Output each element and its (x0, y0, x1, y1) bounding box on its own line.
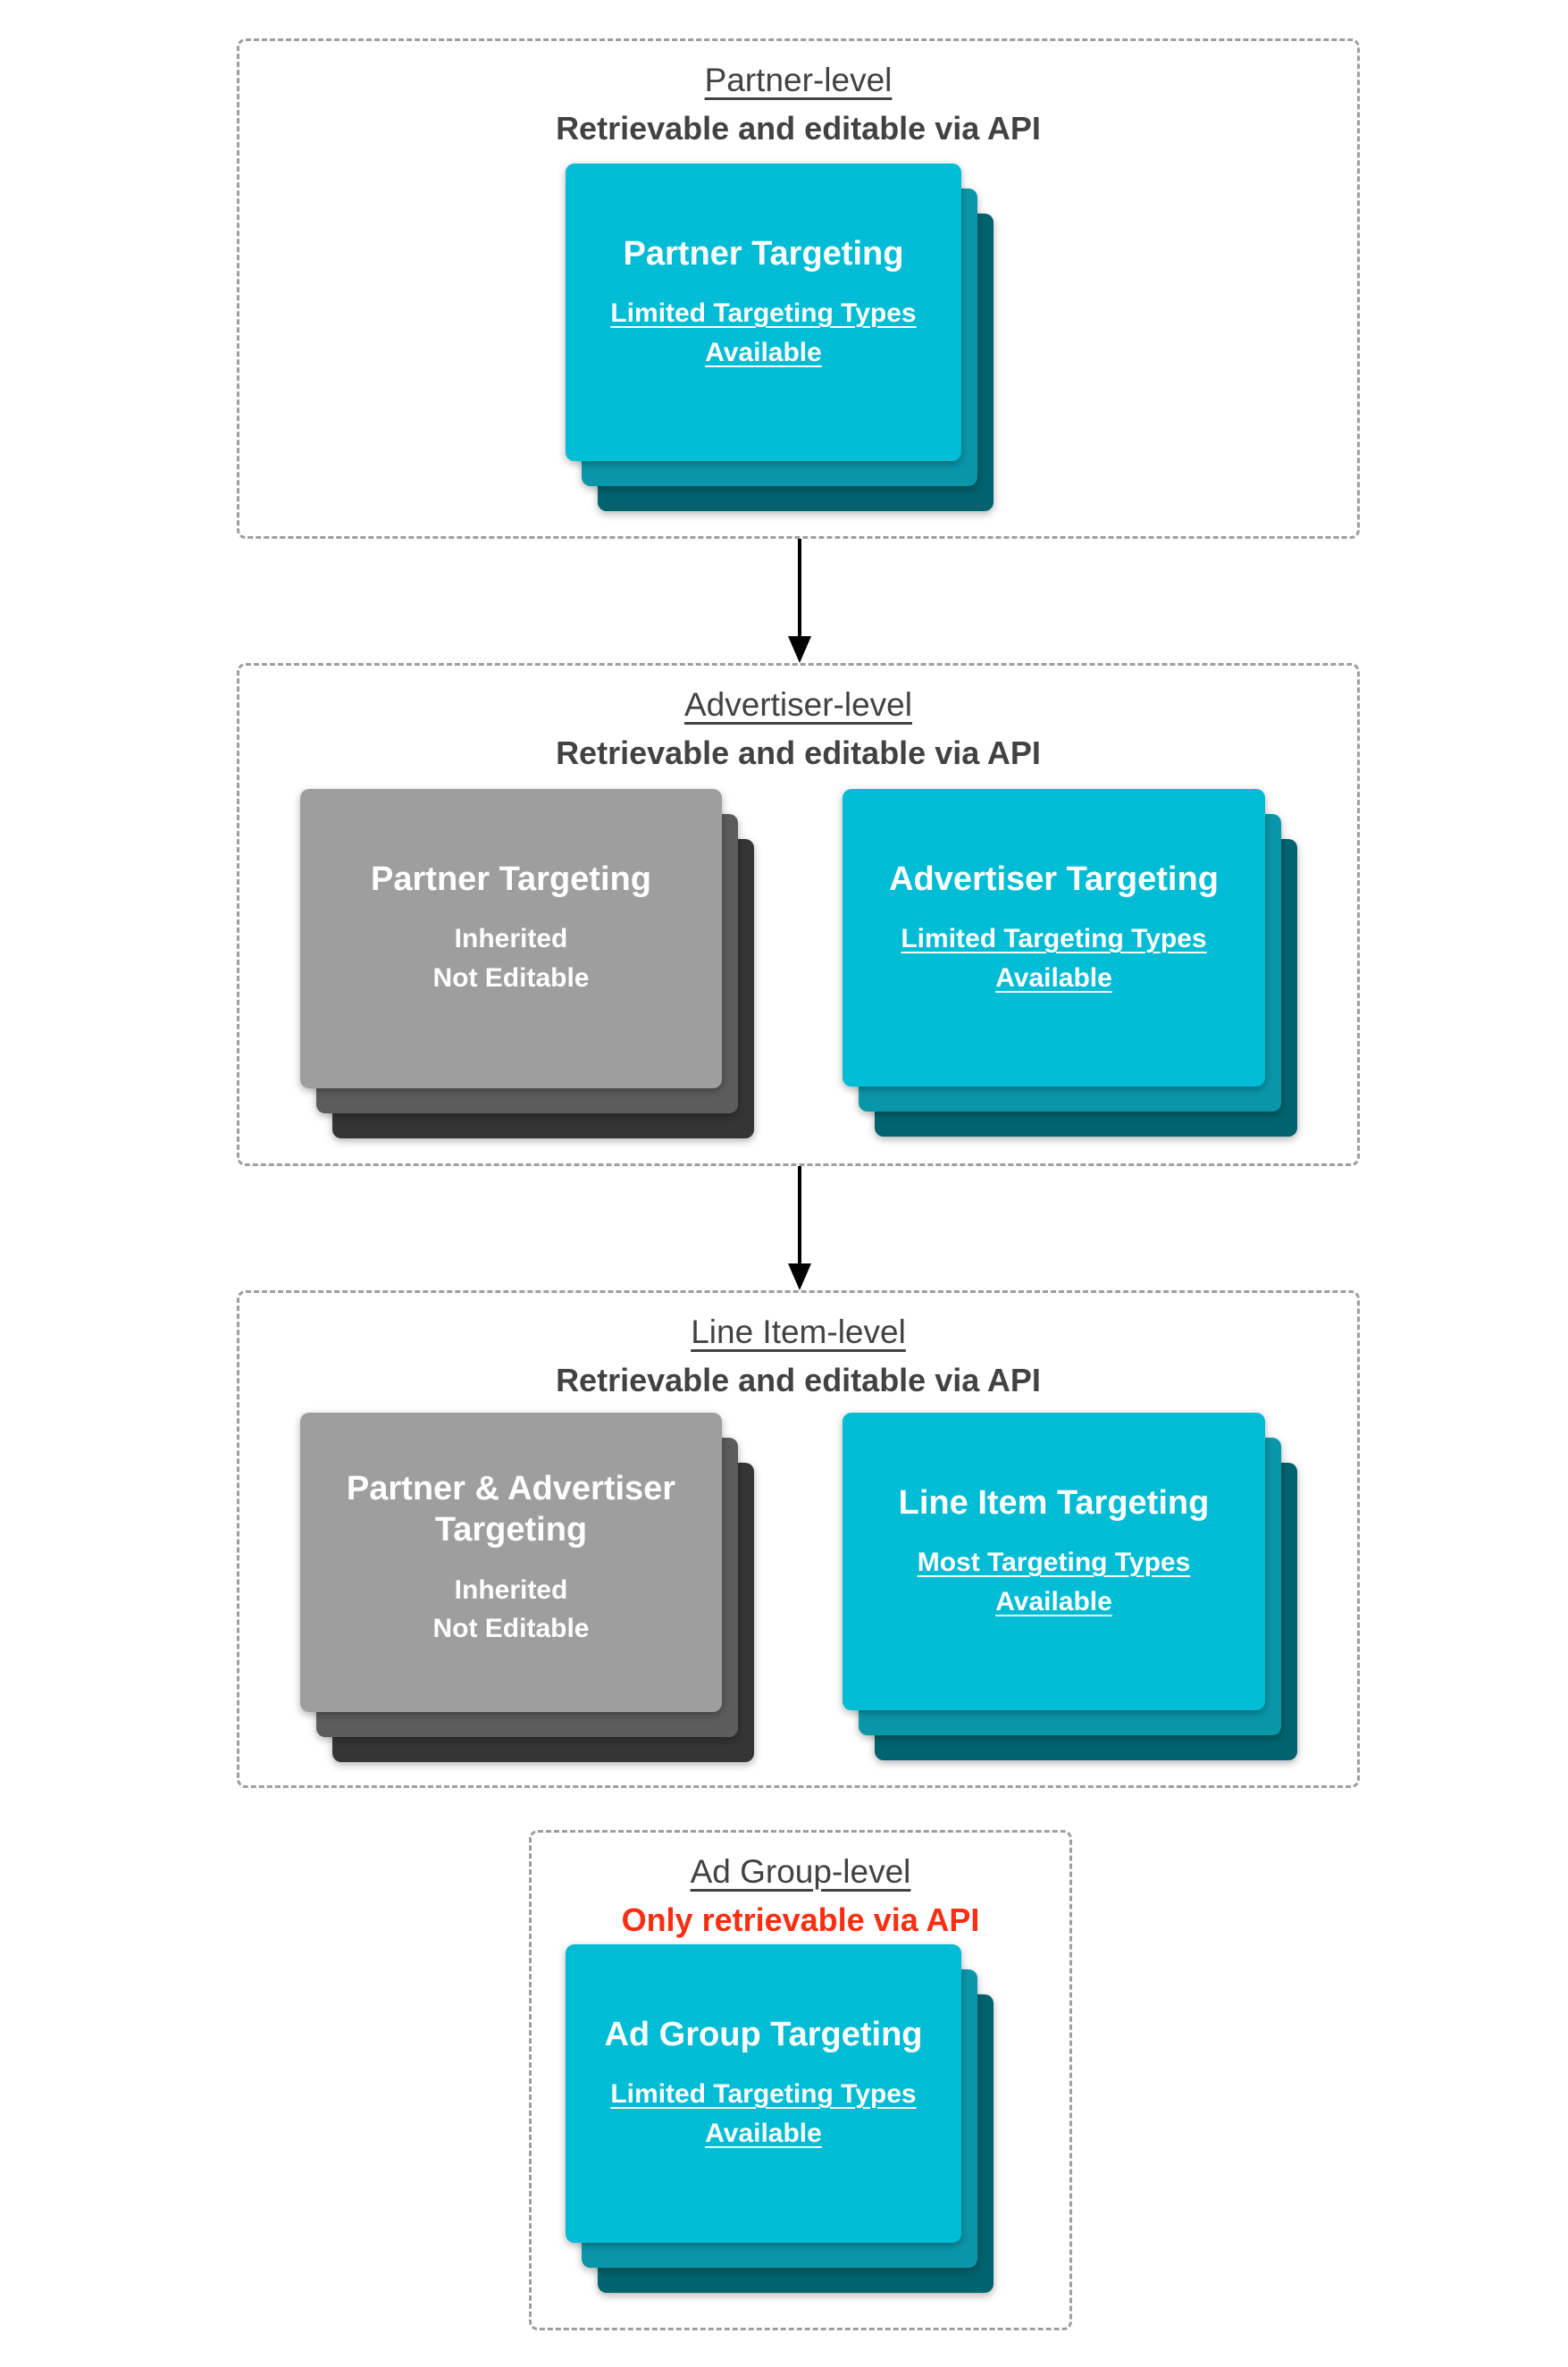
advertiser-targeting-card-stack: Advertiser Targeting Limited Targeting T… (843, 789, 1297, 1137)
ad-group-targeting-card: Ad Group Targeting Limited Targeting Typ… (566, 1944, 961, 2243)
ad-group-level-section: Ad Group-level Only retrievable via API … (529, 1830, 1072, 2330)
card-subtext-line: Available (705, 337, 822, 367)
card-subtext-line: Available (995, 1586, 1112, 1616)
card-subtext-line: Limited Targeting Types (901, 924, 1207, 954)
card-content: Ad Group Targeting Limited Targeting Typ… (566, 1944, 961, 2243)
card-content: Partner Targeting Inherited Not Editable (300, 789, 722, 1088)
inherited-partner-targeting-card: Partner Targeting Inherited Not Editable (300, 789, 722, 1088)
advertiser-level-subtitle: Retrievable and editable via API (556, 734, 1041, 772)
card-subtext-line: Limited Targeting Types (610, 2079, 917, 2110)
card-heading: Line Item Targeting (898, 1484, 1210, 1522)
card-heading: Advertiser Targeting (889, 860, 1219, 898)
ad-group-level-header: Ad Group-level Only retrievable via API (532, 1833, 1069, 1940)
card-subtext-line: Not Editable (432, 1614, 590, 1644)
card-subtext-line: Inherited (454, 1574, 568, 1605)
card-subtext-line: Not Editable (432, 962, 590, 993)
line-item-level-title: Line Item-level (691, 1314, 906, 1350)
partner-level-section: Partner-level Retrievable and editable v… (237, 38, 1360, 539)
line-item-level-section: Line Item-level Retrievable and editable… (237, 1290, 1360, 1788)
line-item-level-header: Line Item-level Retrievable and editable… (239, 1293, 1357, 1400)
card-subtext-line: Most Targeting Types (917, 1548, 1191, 1578)
ad-group-level-subtitle: Only retrievable via API (621, 1901, 980, 1939)
advertiser-targeting-card: Advertiser Targeting Limited Targeting T… (843, 789, 1265, 1087)
flow-arrow-partner-to-advertiser (788, 539, 811, 663)
card-content: Partner & Advertiser Targeting Inherited… (300, 1413, 722, 1712)
card-content: Partner Targeting Limited Targeting Type… (566, 164, 961, 461)
ad-group-targeting-card-stack: Ad Group Targeting Limited Targeting Typ… (566, 1944, 994, 2293)
line-item-targeting-card-stack: Line Item Targeting Most Targeting Types… (843, 1413, 1297, 1760)
partner-level-header: Partner-level Retrievable and editable v… (239, 41, 1357, 148)
line-item-targeting-card: Line Item Targeting Most Targeting Types… (843, 1413, 1265, 1710)
partner-targeting-card: Partner Targeting Limited Targeting Type… (566, 164, 961, 461)
card-content: Advertiser Targeting Limited Targeting T… (843, 789, 1265, 1087)
partner-level-subtitle: Retrievable and editable via API (556, 110, 1041, 147)
inherited-partner-advertiser-card-stack: Partner & Advertiser Targeting Inherited… (300, 1413, 754, 1762)
arrow-line (798, 539, 801, 636)
card-subtext: Most Targeting Types Available (878, 1543, 1229, 1621)
card-subtext-line: Available (705, 2118, 822, 2148)
arrow-head-icon (788, 1263, 811, 1290)
ad-group-level-title: Ad Group-level (690, 1853, 911, 1890)
advertiser-level-title: Advertiser-level (684, 686, 912, 723)
arrow-head-icon (788, 636, 811, 663)
card-heading: Partner Targeting (623, 235, 904, 273)
card-subtext: Limited Targeting Types Available (601, 2075, 926, 2153)
card-content: Line Item Targeting Most Targeting Types… (843, 1413, 1265, 1710)
card-subtext-line: Available (995, 962, 1112, 993)
partner-level-title: Partner-level (704, 62, 893, 98)
card-heading: Partner Targeting (371, 860, 651, 898)
flow-arrow-advertiser-to-lineitem (788, 1166, 811, 1290)
card-subtext: Inherited Not Editable (336, 919, 686, 997)
inherited-partner-advertiser-targeting-card: Partner & Advertiser Targeting Inherited… (300, 1413, 722, 1712)
inherited-partner-card-stack: Partner Targeting Inherited Not Editable (300, 789, 754, 1138)
card-subtext: Inherited Not Editable (336, 1571, 686, 1649)
advertiser-level-header: Advertiser-level Retrievable and editabl… (239, 666, 1357, 773)
card-heading: Ad Group Targeting (604, 2016, 923, 2053)
advertiser-level-section: Advertiser-level Retrievable and editabl… (237, 663, 1360, 1166)
card-subtext: Limited Targeting Types Available (878, 919, 1229, 997)
partner-targeting-card-stack: Partner Targeting Limited Targeting Type… (566, 164, 994, 511)
card-heading: Partner & Advertiser Targeting (346, 1470, 676, 1549)
card-subtext: Limited Targeting Types Available (601, 294, 926, 372)
card-subtext-line: Inherited (454, 924, 568, 954)
arrow-line (798, 1166, 801, 1263)
card-subtext-line: Limited Targeting Types (610, 298, 917, 329)
line-item-level-subtitle: Retrievable and editable via API (556, 1362, 1041, 1399)
